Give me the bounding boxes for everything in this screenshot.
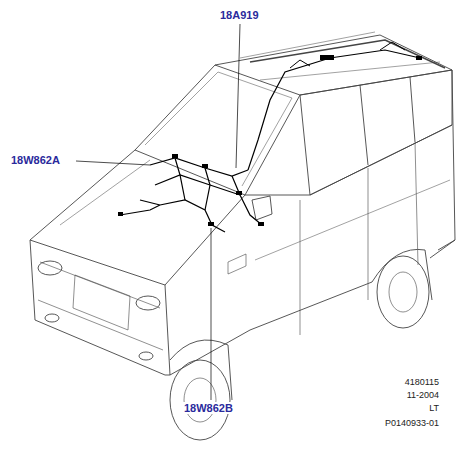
vehicle-body [30,32,455,440]
callout-number: 18A919 [219,9,260,21]
drawing-number: P0140933-01 [384,419,440,429]
drawing-code: LT [428,404,440,414]
drawing-reference: 4180115 [404,378,440,388]
wiring-harness [120,42,420,232]
callout-number: 18W862A [10,154,61,166]
callout-number: 18W862B [183,402,234,414]
leader-lines [76,24,240,400]
connector-blocks [118,55,422,226]
drawing-date: 11-2004 [406,391,440,401]
